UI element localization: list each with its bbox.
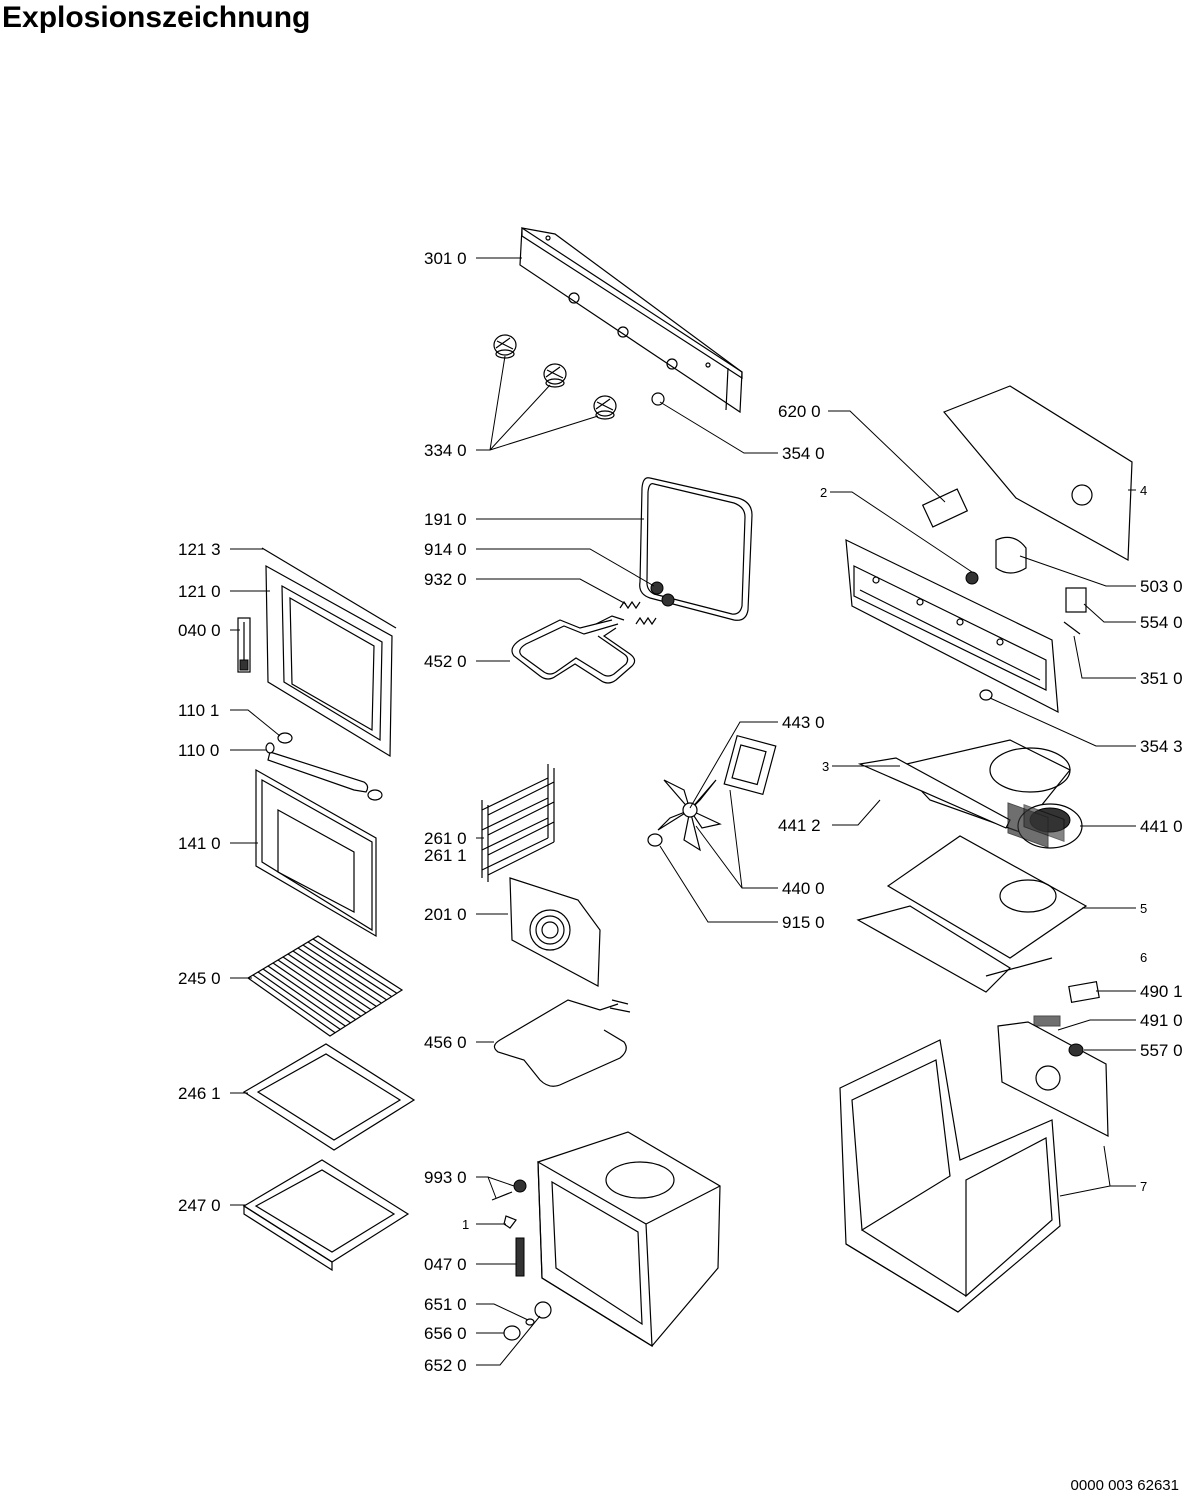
label-4: 4 [1140, 483, 1147, 498]
rack-wire [307, 941, 393, 998]
button-part [651, 392, 665, 406]
label-110-0: 110 0 [178, 741, 219, 760]
label-2: 2 [820, 485, 827, 500]
label-301-0: 301 0 [424, 249, 467, 268]
label-6: 6 [1140, 950, 1147, 965]
rack-wire [262, 968, 346, 1027]
oven-rack-part [246, 935, 404, 1037]
label-261-0: 261 0 [424, 829, 467, 848]
label-040-0: 040 0 [178, 621, 221, 640]
rack-wire [287, 953, 372, 1011]
label-354-0: 354 0 [782, 444, 825, 463]
label-452-0: 452 0 [424, 652, 467, 671]
document-number: 0000 003 62631 [1070, 1477, 1179, 1494]
label-652-0: 652 0 [424, 1356, 467, 1375]
deep-pan-part [242, 1159, 410, 1272]
rack-wire [257, 971, 341, 1030]
rack-wire [252, 974, 336, 1034]
rear-panel-part [509, 877, 601, 987]
door-handle-part [265, 732, 383, 801]
fan-assembly-part [647, 734, 777, 852]
label-351-0: 351 0 [1140, 669, 1183, 688]
label-246-1: 246 1 [178, 1084, 221, 1103]
label-554-0: 554 0 [1140, 613, 1183, 632]
outer-door-glass-part [255, 768, 377, 938]
label-914-0: 914 0 [424, 540, 467, 559]
label-440-0: 440 0 [782, 879, 825, 898]
control-panel-part [519, 226, 743, 414]
label-491-0: 491 0 [1140, 1011, 1183, 1030]
control-board-part [997, 980, 1109, 1137]
label-993-0: 993 0 [424, 1168, 467, 1187]
label-503-0: 503 0 [1140, 577, 1183, 596]
oven-cavity-part [537, 1131, 721, 1348]
side-rack-part [481, 764, 555, 882]
label-121-0: 121 0 [178, 582, 221, 601]
rack-wire [267, 965, 351, 1024]
rack-wire [282, 956, 367, 1014]
rack-wire [277, 959, 362, 1017]
baking-tray-part [242, 1043, 416, 1151]
label-201-0: 201 0 [424, 905, 467, 924]
page-title: Explosionszeichnung [2, 1, 311, 34]
label-490-1: 490 1 [1140, 982, 1183, 1001]
small-fastener-parts [491, 1179, 552, 1341]
label-354-3: 354 3 [1140, 737, 1183, 756]
label-334-0: 334 0 [424, 441, 467, 460]
label-1: 1 [462, 1217, 469, 1232]
label-261-1: 261 1 [424, 846, 467, 865]
lower-cover-part [856, 835, 1088, 993]
label-245-0: 245 0 [178, 969, 221, 988]
label-915-0: 915 0 [782, 913, 825, 932]
label-620-0: 620 0 [778, 402, 821, 421]
oven-housing-part [839, 1039, 1061, 1313]
switch-component-part [921, 488, 1087, 701]
label-441-0: 441 0 [1140, 817, 1183, 836]
rack-wire [302, 944, 387, 1001]
rack-wire [297, 947, 382, 1004]
label-3: 3 [822, 759, 829, 774]
heating-element-top-part [511, 615, 636, 684]
label-047-0: 047 0 [424, 1255, 467, 1274]
label-5: 5 [1140, 901, 1147, 916]
label-441-2: 441 2 [778, 816, 821, 835]
label-247-0: 247 0 [178, 1196, 221, 1215]
label-932-0: 932 0 [424, 570, 467, 589]
label-557-0: 557 0 [1140, 1041, 1183, 1060]
rack-wire [272, 962, 357, 1021]
label-141-0: 141 0 [178, 834, 221, 853]
heating-element-bottom-part [493, 999, 631, 1087]
door-gasket-part [639, 477, 753, 621]
hinge-part [237, 617, 251, 673]
label-110-1: 110 1 [178, 701, 219, 720]
rack-wire [312, 938, 398, 994]
inner-door-part [261, 547, 397, 758]
nut-spring-parts [619, 581, 675, 626]
label-656-0: 656 0 [424, 1324, 467, 1343]
cooling-frame-part [943, 385, 1133, 849]
rack-wire [292, 950, 377, 1007]
label-651-0: 651 0 [424, 1295, 467, 1314]
leader-lines [230, 257, 1136, 1366]
label-443-0: 443 0 [782, 713, 825, 732]
knob-parts [493, 334, 617, 420]
label-121-3: 121 3 [178, 540, 221, 559]
label-7: 7 [1140, 1179, 1147, 1194]
callout-labels: 301 0 334 0 354 0 620 0 4 2 503 0 554 0 … [178, 249, 1183, 1375]
label-191-0: 191 0 [424, 510, 467, 529]
front-frame-part [845, 538, 1059, 714]
label-456-0: 456 0 [424, 1033, 467, 1052]
